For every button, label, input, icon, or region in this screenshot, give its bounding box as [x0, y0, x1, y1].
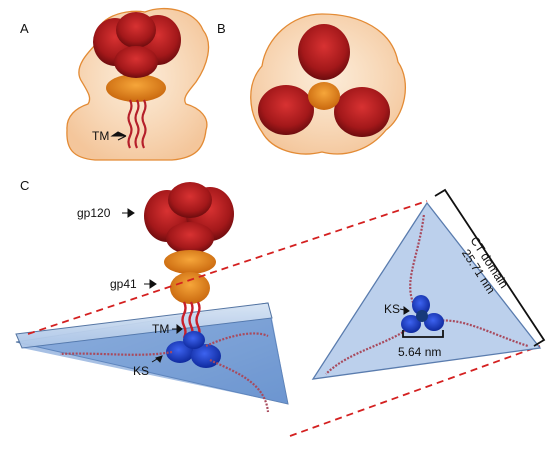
ks-label-triangle: KS [384, 302, 400, 316]
ks-distance-label: 5.64 nm [398, 345, 441, 359]
panel-b: B [217, 13, 406, 155]
gp120-arrow [122, 208, 135, 218]
tm-arrow-c [172, 323, 183, 335]
ks-arrow-c [151, 355, 163, 363]
tm-helices-a [127, 99, 147, 149]
ks-arrow-triangle [399, 305, 410, 315]
membrane-plane-shade [22, 318, 288, 404]
gp120-trimer-side [93, 12, 181, 78]
env-trimer-c [144, 182, 234, 304]
gp41-density-a [106, 74, 166, 102]
tm-label-a: TM [92, 129, 109, 143]
gp120-trimer-top [258, 24, 390, 137]
ks-cluster-triangle [401, 295, 444, 333]
gp41-label: gp41 [110, 277, 137, 291]
ct-domain-bracket [434, 188, 546, 347]
panel-c-label: C [20, 178, 29, 193]
panel-c: C [15, 178, 546, 437]
ct-tails-triangle [325, 213, 529, 375]
gp41-arrow [144, 279, 157, 289]
panel-a-label: A [20, 21, 29, 36]
projection-lines [27, 200, 541, 437]
ks-triangle [311, 201, 542, 380]
ct-tails-c [59, 332, 270, 413]
gp120-label: gp120 [77, 206, 111, 220]
tm-arrow-a [110, 131, 127, 141]
tm-label-c: TM [152, 322, 169, 336]
panel-a: A TM [20, 8, 210, 161]
ks-distance-bracket [402, 330, 444, 338]
ks-label-c: KS [133, 364, 149, 378]
panel-b-label: B [217, 21, 226, 36]
